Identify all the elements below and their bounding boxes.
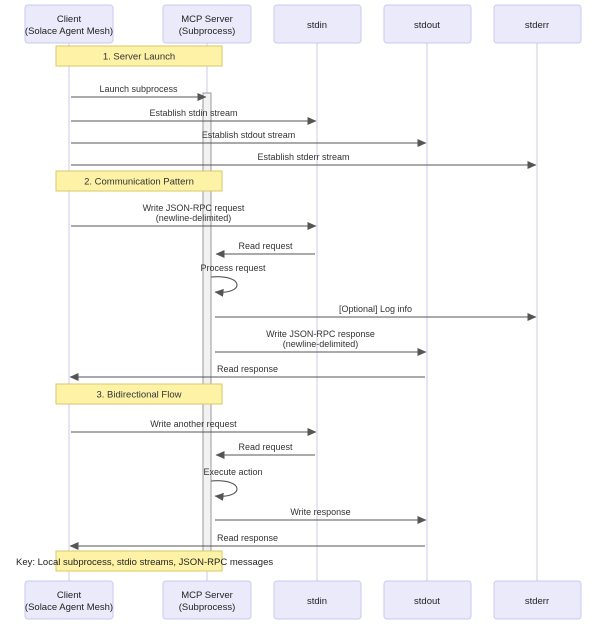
participant-box-stderr[interactable]	[493, 4, 582, 44]
self-arrow-m13	[210, 480, 238, 501]
participant-box-stdout[interactable]	[383, 580, 472, 620]
note-label-note-1: 1. Server Launch	[103, 52, 175, 63]
message-label-m2: Establish stdin stream	[149, 108, 237, 118]
message-label-m4: Establish stderr stream	[257, 152, 349, 162]
message-label-m7: Process request	[200, 263, 266, 273]
message-label-m10: Read response	[217, 364, 278, 374]
message-m2: Establish stdin stream	[71, 108, 317, 125]
message-m9: Write JSON-RPC response(newline-delimite…	[215, 329, 427, 356]
note-box-note-2	[55, 170, 223, 192]
note-note-3: 3. Bidirectional Flow	[55, 383, 223, 405]
participant-top-server[interactable]: MCP Server(Subprocess)	[162, 4, 252, 44]
message-m7: Process request	[200, 263, 266, 297]
message-label-m8: [Optional] Log info	[339, 304, 412, 314]
message-label-m1: Launch subprocess	[99, 84, 178, 94]
participant-box-stdin[interactable]	[273, 580, 362, 620]
message-label-m12: Read request	[238, 442, 293, 452]
message-m13: Execute action	[203, 467, 263, 501]
message-m11: Write another request	[71, 419, 317, 436]
participant-bottom-server[interactable]: MCP Server(Subprocess)	[162, 580, 252, 620]
activations-layer	[202, 92, 212, 561]
participant-box-client[interactable]	[24, 580, 114, 620]
message-sublabel-m9: (newline-delimited)	[283, 339, 359, 349]
message-sublabel-m5: (newline-delimited)	[156, 213, 232, 223]
note-box-note-3	[55, 383, 223, 405]
participant-label-stderr: stderr	[525, 596, 549, 607]
participant-label-server: MCP Server	[181, 590, 233, 601]
message-m6: Read request	[215, 241, 315, 258]
message-label-m9: Write JSON-RPC response	[266, 329, 375, 339]
note-note-1: 1. Server Launch	[55, 45, 223, 67]
message-label-m15: Read response	[217, 533, 278, 543]
message-m10: Read response	[69, 364, 425, 381]
participant-label-stdout: stdout	[414, 20, 440, 31]
participant-top-client[interactable]: Client(Solace Agent Mesh)	[24, 4, 114, 44]
participant-label-stdin: stdin	[307, 596, 327, 607]
message-m3: Establish stdout stream	[71, 130, 427, 147]
message-m15: Read response	[69, 533, 425, 550]
note-box-note-1	[55, 45, 223, 67]
message-m8: [Optional] Log info	[215, 304, 537, 321]
message-label-m13: Execute action	[203, 467, 262, 477]
participant-label-stdout: stdout	[414, 596, 440, 607]
self-arrow-m7	[210, 276, 238, 297]
participants-layer: Client(Solace Agent Mesh)Client(Solace A…	[24, 4, 582, 620]
diagram-key-label: Key: Local subprocess, stdio streams, JS…	[16, 557, 273, 568]
lifelines-layer	[68, 43, 538, 581]
message-label-m14: Write response	[290, 507, 350, 517]
key-layer: Key: Local subprocess, stdio streams, JS…	[16, 557, 273, 568]
participant-label-client: Client	[57, 14, 82, 25]
participant-sublabel-server: (Subprocess)	[179, 26, 236, 37]
participant-label-server: MCP Server	[181, 14, 233, 25]
message-label-m11: Write another request	[150, 419, 237, 429]
note-label-note-2: 2. Communication Pattern	[84, 177, 194, 188]
participant-box-client[interactable]	[24, 4, 114, 44]
participant-box-server[interactable]	[162, 580, 252, 620]
participant-top-stdout[interactable]: stdout	[383, 4, 472, 44]
notes-layer: 1. Server Launch 2. Communication Pattern…	[55, 45, 223, 572]
participant-top-stdin[interactable]: stdin	[273, 4, 362, 44]
message-label-m5: Write JSON-RPC request	[143, 203, 245, 213]
participant-box-server[interactable]	[162, 4, 252, 44]
participant-label-stderr: stderr	[525, 20, 549, 31]
participant-sublabel-client: (Solace Agent Mesh)	[25, 26, 113, 37]
participant-box-stdin[interactable]	[273, 4, 362, 44]
participant-top-stderr[interactable]: stderr	[493, 4, 582, 44]
message-m5: Write JSON-RPC request(newline-delimited…	[71, 203, 317, 230]
message-label-m6: Read request	[238, 241, 293, 251]
message-label-m3: Establish stdout stream	[202, 130, 296, 140]
participant-sublabel-client: (Solace Agent Mesh)	[25, 602, 113, 613]
note-label-note-3: 3. Bidirectional Flow	[96, 390, 181, 401]
activation-bar-server	[202, 92, 212, 561]
message-m4: Establish stderr stream	[71, 152, 537, 169]
participant-bottom-stdout[interactable]: stdout	[383, 580, 472, 620]
message-m1: Launch subprocess	[71, 84, 207, 101]
note-box-note-key-highlight	[55, 550, 223, 572]
message-m14: Write response	[215, 507, 427, 524]
participant-label-client: Client	[57, 590, 82, 601]
message-m12: Read request	[215, 442, 315, 459]
participant-bottom-stdin[interactable]: stdin	[273, 580, 362, 620]
participant-sublabel-server: (Subprocess)	[179, 602, 236, 613]
participant-bottom-client[interactable]: Client(Solace Agent Mesh)	[24, 580, 114, 620]
participant-box-stdout[interactable]	[383, 4, 472, 44]
participant-bottom-stderr[interactable]: stderr	[493, 580, 582, 620]
note-note-2: 2. Communication Pattern	[55, 170, 223, 192]
note-note-key-highlight	[55, 550, 223, 572]
participant-label-stdin: stdin	[307, 20, 327, 31]
participant-box-stderr[interactable]	[493, 580, 582, 620]
